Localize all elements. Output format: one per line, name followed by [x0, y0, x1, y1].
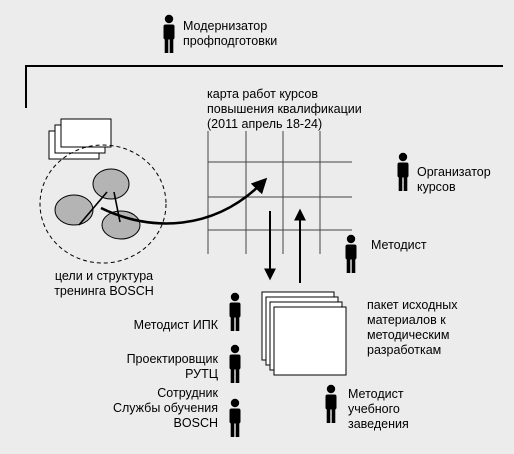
organizer-label: Организатор курсов — [417, 165, 491, 194]
modernizer-label: Модернизатор профподготовки — [183, 19, 278, 48]
designer-label: Проектировщик РУТЦ — [126, 352, 218, 381]
person-icon — [345, 234, 357, 273]
arrow-icon — [100, 177, 268, 225]
package-label: пакет исходных материалов к методическим… — [367, 298, 458, 357]
document-stack-icon — [48, 118, 112, 160]
methodist-ipk-label: Методист ИПК — [133, 318, 218, 332]
goals-structure-cluster — [39, 144, 167, 264]
person-icon — [163, 14, 175, 53]
work-map-label: карта работ курсов повышения квалификаци… — [207, 87, 362, 131]
goals-label: цели и структура тренинга BOSCH — [54, 269, 154, 298]
person-icon — [229, 344, 241, 383]
person-icon — [325, 384, 337, 423]
work-map-grid — [207, 131, 352, 254]
package-stack-icon — [261, 291, 347, 376]
methodist-label: Методист — [371, 238, 427, 252]
methodist-school-label: Методист учебного заведения — [348, 387, 409, 431]
person-icon — [229, 292, 241, 331]
person-icon — [397, 152, 409, 191]
frame-lines — [25, 65, 503, 108]
person-icon — [229, 398, 241, 437]
employee-label: Сотрудник Службы обучения BOSCH — [112, 386, 218, 430]
